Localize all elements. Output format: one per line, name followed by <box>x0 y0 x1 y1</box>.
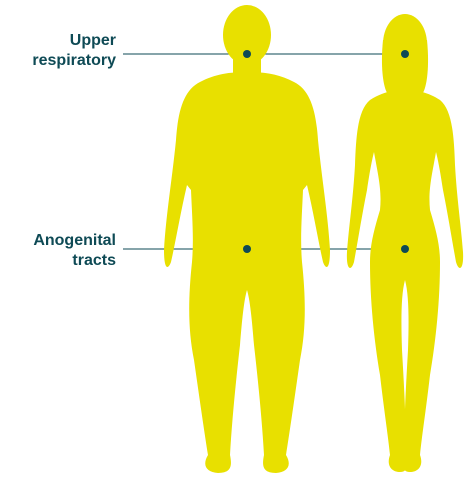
female-silhouette <box>347 14 463 472</box>
label-upper-respiratory-line2: respiratory <box>0 51 116 71</box>
label-upper-respiratory-line1: Upper <box>0 31 116 51</box>
male-silhouette <box>164 5 330 473</box>
label-anogenital-line1: Anogenital <box>0 231 116 251</box>
marker-female-upper-respiratory <box>401 50 409 58</box>
label-upper-respiratory: Upper respiratory <box>0 31 116 71</box>
label-anogenital-line2: tracts <box>0 251 116 271</box>
marker-male-anogenital <box>243 245 251 253</box>
marker-female-anogenital <box>401 245 409 253</box>
label-anogenital-tracts: Anogenital tracts <box>0 231 116 271</box>
marker-male-upper-respiratory <box>243 50 251 58</box>
